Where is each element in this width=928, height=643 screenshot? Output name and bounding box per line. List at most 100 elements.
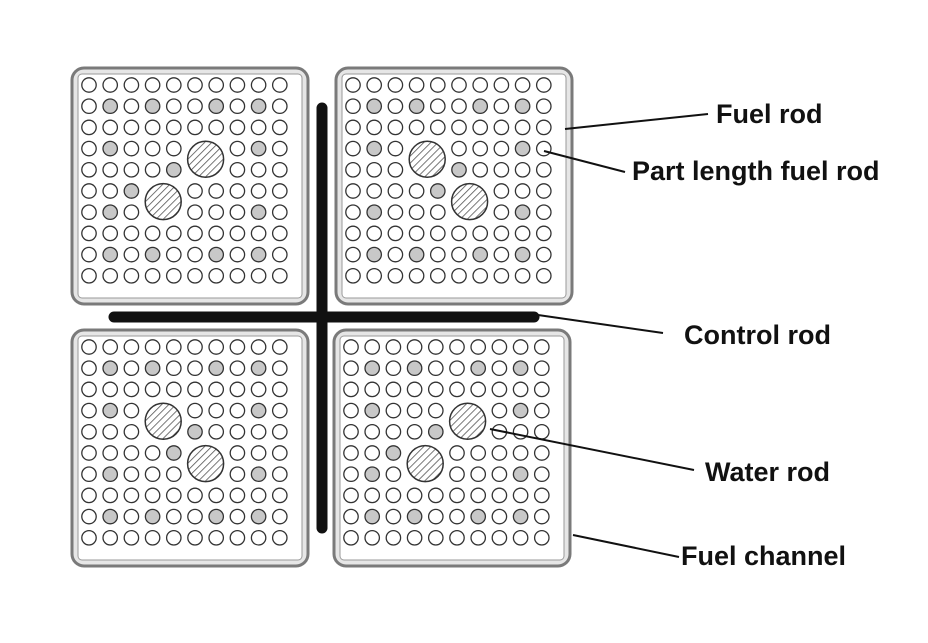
fuel-rod bbox=[533, 402, 550, 419]
fuel-rod bbox=[535, 267, 552, 284]
part-length-fuel-rod bbox=[514, 140, 531, 157]
fuel-rod bbox=[491, 360, 508, 377]
fuel-rod bbox=[345, 98, 361, 115]
part-length-fuel-rod bbox=[364, 402, 381, 419]
fuel-rod bbox=[343, 445, 359, 461]
label-fuel-channel: Fuel channel bbox=[681, 541, 846, 571]
fuel-rod bbox=[229, 161, 246, 178]
fuel-rod bbox=[493, 267, 510, 284]
fuel-rod bbox=[387, 246, 404, 263]
fuel-rod bbox=[427, 529, 444, 546]
fuel-rod bbox=[123, 466, 140, 483]
fuel-rod bbox=[187, 487, 203, 504]
part-length-fuel-rod bbox=[250, 360, 267, 377]
fuel-rod bbox=[271, 98, 288, 115]
fuel-rod bbox=[229, 225, 246, 242]
fuel-rod bbox=[229, 466, 246, 483]
fuel-rod bbox=[187, 381, 203, 398]
fuel-rod bbox=[81, 381, 97, 398]
fuel-rod bbox=[165, 529, 182, 546]
fuel-rod bbox=[427, 508, 444, 525]
part-length-fuel-rod bbox=[512, 466, 529, 483]
fuel-rod bbox=[229, 381, 246, 398]
fuel-rod bbox=[535, 119, 552, 136]
fuel-rod bbox=[165, 381, 182, 398]
fuel-rod bbox=[366, 267, 383, 284]
fuel-rod bbox=[364, 423, 381, 440]
fuel-rod bbox=[271, 140, 288, 157]
fuel-rod bbox=[345, 246, 361, 263]
fuel-rod bbox=[385, 487, 402, 504]
fuel-rod bbox=[493, 183, 510, 199]
fuel-rod bbox=[512, 445, 529, 461]
water-rod bbox=[144, 182, 182, 221]
part-length-fuel-rod bbox=[429, 183, 446, 199]
part-length-fuel-rod bbox=[102, 204, 119, 221]
part-length-fuel-rod bbox=[364, 360, 381, 377]
fuel-rod bbox=[408, 119, 425, 136]
fuel-rod bbox=[533, 529, 550, 546]
fuel-rod bbox=[81, 360, 97, 377]
fuel-rod bbox=[208, 119, 225, 136]
fuel-rod bbox=[493, 77, 510, 93]
fuel-rod bbox=[208, 529, 225, 546]
fuel-rod bbox=[406, 487, 423, 504]
fuel-rod bbox=[81, 508, 97, 525]
fuel-rod bbox=[449, 529, 465, 546]
fuel-rod bbox=[533, 466, 550, 483]
fuel-rod bbox=[229, 423, 246, 440]
part-length-fuel-rod bbox=[208, 98, 225, 115]
fuel-rod bbox=[208, 487, 225, 504]
part-length-fuel-rod bbox=[366, 140, 383, 157]
fuel-rod bbox=[271, 161, 288, 178]
part-length-fuel-rod bbox=[102, 140, 119, 157]
fuel-rod bbox=[250, 423, 267, 440]
fuel-rod bbox=[250, 225, 267, 242]
fuel-rod bbox=[81, 77, 97, 93]
fuel-rod bbox=[271, 246, 288, 263]
fuel-rod bbox=[512, 381, 529, 398]
fuel-rod bbox=[408, 225, 425, 242]
fuel-rod bbox=[491, 529, 508, 546]
callout-labels: Fuel rod Part length fuel rod Control ro… bbox=[632, 99, 880, 571]
fuel-rod bbox=[533, 423, 550, 440]
fuel-rod bbox=[271, 381, 288, 398]
fuel-rod bbox=[345, 183, 361, 199]
fuel-rod bbox=[364, 381, 381, 398]
fuel-rod bbox=[387, 161, 404, 178]
fuel-rod bbox=[123, 246, 140, 263]
fuel-rod bbox=[144, 339, 161, 355]
fuel-rod bbox=[451, 246, 467, 263]
part-length-fuel-rod bbox=[408, 98, 425, 115]
fuel-rod bbox=[429, 98, 446, 115]
fuel-rod bbox=[385, 360, 402, 377]
part-length-fuel-rod bbox=[366, 98, 383, 115]
fuel-rod bbox=[123, 267, 140, 284]
fuel-rod bbox=[102, 161, 119, 178]
fuel-rod bbox=[208, 402, 225, 419]
part-length-fuel-rod bbox=[250, 204, 267, 221]
fuel-rod bbox=[343, 487, 359, 504]
fuel-rod bbox=[81, 423, 97, 440]
part-length-fuel-rod bbox=[364, 466, 381, 483]
fuel-rod bbox=[102, 119, 119, 136]
fuel-rod bbox=[427, 339, 444, 355]
fuel-rod bbox=[387, 183, 404, 199]
fuel-rod bbox=[343, 508, 359, 525]
fuel-rod bbox=[429, 267, 446, 284]
fuel-rod bbox=[144, 225, 161, 242]
fuel-rod bbox=[250, 381, 267, 398]
water-rod bbox=[186, 140, 225, 178]
part-length-fuel-rod bbox=[472, 246, 489, 263]
fuel-rod bbox=[165, 508, 182, 525]
fuel-rod bbox=[250, 445, 267, 461]
fuel-rod bbox=[165, 487, 182, 504]
fuel-rod bbox=[165, 267, 182, 284]
fuel-rod bbox=[451, 225, 467, 242]
fuel-rod bbox=[271, 339, 288, 355]
fuel-rod bbox=[343, 529, 359, 546]
water-rod bbox=[450, 182, 489, 221]
fuel-rod bbox=[427, 487, 444, 504]
fuel-rod bbox=[491, 487, 508, 504]
